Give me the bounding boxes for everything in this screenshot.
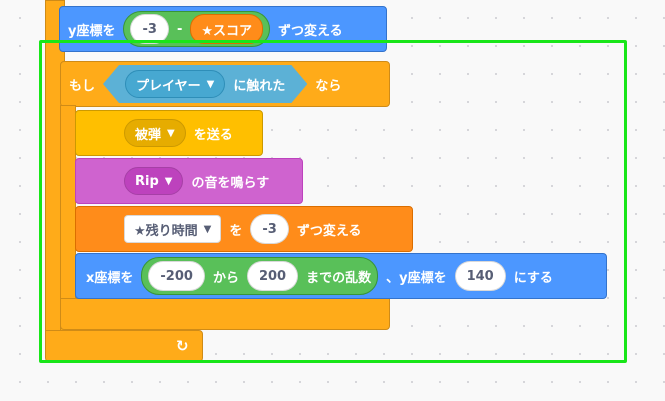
play-sound-label: の音を鳴らす xyxy=(191,175,270,191)
touching-condition[interactable]: プレイヤー ▼ に触れた xyxy=(103,65,307,103)
goto-y-label: 、y座標を xyxy=(386,270,447,286)
dropdown-arrow-icon: ▼ xyxy=(167,127,175,139)
change-variable-by-label: ずつ変える xyxy=(296,223,362,239)
change-variable-amount-input[interactable]: -3 xyxy=(250,214,289,244)
touching-label: に触れた xyxy=(233,78,286,94)
selection-highlight xyxy=(39,40,627,363)
random-to-input[interactable]: 200 xyxy=(246,261,299,291)
sound-dropdown[interactable]: Rip ▼ xyxy=(124,167,184,195)
subtract-operator[interactable]: -3 - ★スコア xyxy=(123,11,270,47)
score-reporter-label: ★スコア xyxy=(201,23,252,39)
touching-target-label: プレイヤー xyxy=(136,78,201,94)
random-from-label: から xyxy=(212,270,239,286)
broadcast-block[interactable]: 被弾 ▼ を送る xyxy=(75,110,263,156)
random-range-label: までの乱数 xyxy=(306,270,372,286)
change-y-label: y座標を xyxy=(68,23,116,39)
subtract-symbol: - xyxy=(176,21,183,37)
score-reporter[interactable]: ★スコア xyxy=(190,14,263,44)
sound-name-label: Rip xyxy=(135,173,159,189)
if-label: もし xyxy=(69,78,96,94)
then-label: なら xyxy=(315,78,342,94)
broadcast-message-label: 被弾 xyxy=(135,127,162,143)
if-block[interactable]: もし プレイヤー ▼ に触れた なら xyxy=(60,61,390,107)
goto-suffix: にする xyxy=(513,270,553,286)
dropdown-arrow-icon: ▼ xyxy=(206,78,215,90)
touching-target-dropdown[interactable]: プレイヤー ▼ xyxy=(125,70,225,98)
goto-y-input[interactable]: 140 xyxy=(454,261,506,291)
pick-random-operator[interactable]: -200 から 200 までの乱数 xyxy=(141,257,379,295)
variable-dropdown[interactable]: ★残り時間 ▼ xyxy=(124,215,222,243)
change-variable-to-label: を xyxy=(229,223,243,239)
change-variable-block[interactable]: ★残り時間 ▼ を -3 ずつ変える xyxy=(75,206,413,252)
random-from-input[interactable]: -200 xyxy=(148,261,205,291)
subtract-left-input[interactable]: -3 xyxy=(130,14,169,44)
broadcast-label: を送る xyxy=(193,127,233,143)
variable-name-label: ★残り時間 xyxy=(134,223,198,239)
dropdown-arrow-icon: ▼ xyxy=(203,223,212,235)
loop-arrow-icon: ↻ xyxy=(176,337,189,355)
change-y-block[interactable]: y座標を -3 - ★スコア ずつ変える xyxy=(59,6,387,52)
goto-xy-block[interactable]: x座標を -200 から 200 までの乱数 、y座標を 140 にする xyxy=(75,253,607,299)
goto-x-label: x座標を xyxy=(86,270,134,286)
broadcast-message-dropdown[interactable]: 被弾 ▼ xyxy=(124,119,186,147)
change-y-suffix: ずつ変える xyxy=(278,23,343,39)
play-sound-block[interactable]: Rip ▼ の音を鳴らす xyxy=(75,158,303,204)
loop-block-bottom[interactable] xyxy=(45,330,203,362)
dropdown-arrow-icon: ▼ xyxy=(164,175,173,187)
